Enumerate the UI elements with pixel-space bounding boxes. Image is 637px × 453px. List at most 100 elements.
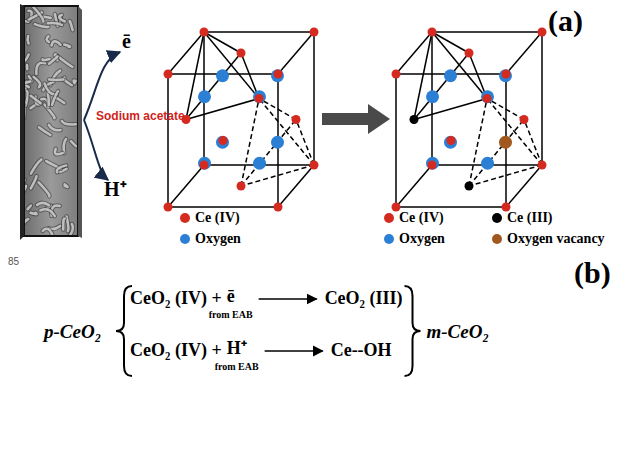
sem-rod-shadow — [28, 205, 31, 209]
legend-text: Ce (IV) — [195, 210, 240, 226]
cube-edge — [432, 32, 469, 53]
cerium-iv-atom — [164, 203, 173, 212]
sem-rod-shadow — [57, 165, 66, 172]
oxygen-atom — [499, 69, 512, 82]
sem-rod — [26, 91, 28, 106]
sem-rod-shadow — [52, 91, 58, 104]
sem-rod — [55, 149, 63, 155]
legend-text: Oxygen — [399, 231, 445, 247]
sem-rod-shadow — [36, 63, 45, 74]
cerium-iv-atom — [392, 70, 401, 79]
legend-text: Ce (III) — [507, 210, 553, 226]
oxygen-atom — [198, 157, 211, 170]
equation-graphics — [116, 286, 421, 376]
legend-item: Ce (IV) — [180, 210, 240, 226]
legend-item: Ce (IV) — [384, 210, 444, 226]
reaction-arrow — [259, 298, 317, 300]
sem-rod-shadow — [74, 81, 76, 84]
cube-edge — [186, 32, 204, 120]
cerium-iv-atom — [292, 115, 301, 124]
cerium-iv-atom — [237, 182, 246, 191]
cerium-iv-atom — [310, 161, 319, 170]
sem-rod — [65, 184, 68, 187]
oxygen-atom — [253, 90, 266, 103]
tetrahedron-edge — [524, 120, 542, 166]
cerium-iv-atom — [538, 161, 547, 170]
sem-rod-shadow — [59, 15, 65, 21]
label: (b) — [574, 256, 611, 291]
legend-item: Oxygen — [180, 231, 241, 247]
sem-rod — [64, 139, 66, 153]
cube-edge — [278, 32, 314, 74]
cerium-iv-atom — [200, 28, 209, 37]
sem-rod — [43, 59, 50, 60]
cerium-iv-atom — [428, 161, 437, 170]
sem-rod-shadow — [64, 45, 70, 47]
sem-rod-shadow — [37, 203, 49, 205]
cube-edge — [396, 165, 432, 207]
sem-rod — [36, 63, 45, 74]
legend-text: Oxygen vacancy — [507, 231, 605, 247]
proton-arrow — [84, 120, 108, 180]
label: H⁺ — [104, 178, 127, 201]
sem-rod — [47, 36, 49, 42]
sem-image — [24, 6, 78, 236]
cube-edge — [186, 99, 259, 120]
sem-rod-shadow — [65, 184, 68, 187]
sem-rod — [52, 41, 61, 45]
sem-rod-shadow — [30, 213, 36, 214]
sem-rod — [74, 81, 76, 84]
sem-rod-shadow — [47, 36, 49, 42]
sem-rod — [30, 213, 36, 214]
sem-rod — [49, 125, 61, 130]
ceria-cube-reduced — [392, 28, 547, 212]
sem-rod-shadow — [49, 77, 63, 82]
sem-rod-shadow — [71, 141, 76, 146]
cerium-iv-atom — [447, 136, 456, 145]
oxygen-atom — [271, 69, 284, 82]
cerium-iv-atom — [274, 203, 283, 212]
tetrahedron-edge — [241, 99, 259, 187]
cerium-iv-atom — [255, 94, 264, 103]
label: m-CeO₂ — [427, 321, 490, 343]
cerium-iv-atom — [538, 28, 547, 37]
sem-rod — [48, 23, 62, 25]
sem-rod-shadow — [49, 125, 61, 130]
sem-rod-shadow — [33, 7, 43, 22]
sem-rod-shadow — [31, 176, 37, 188]
sem-rod — [28, 36, 29, 43]
oxygen-atom — [481, 90, 494, 103]
sem-rod-shadow — [48, 93, 49, 105]
cube-edge — [186, 53, 241, 120]
sem-rod — [31, 159, 42, 173]
label: ē — [227, 286, 235, 307]
sem-rod-shadow — [55, 149, 63, 155]
oxygen-atom — [216, 69, 229, 82]
sem-rod — [64, 45, 70, 47]
sem-rod-shadow — [70, 21, 73, 30]
sem-rod — [28, 205, 31, 209]
sem-rod — [31, 96, 41, 103]
oxygen-vacancy — [499, 136, 512, 149]
sem-rod — [71, 141, 76, 146]
cube-edge — [396, 32, 432, 74]
sem-frame-side — [20, 4, 24, 240]
oxygen-atom — [426, 157, 439, 170]
sem-rod-shadow — [63, 219, 65, 230]
cerium-iv-atom — [219, 136, 228, 145]
sem-rod-shadow — [31, 96, 41, 103]
label: CeO₂ (III) — [325, 288, 403, 309]
cube-edge — [168, 32, 204, 74]
sem-rod-shadow — [31, 159, 42, 173]
sem-rod-shadow — [58, 56, 72, 66]
legend-swatch — [180, 213, 190, 223]
cube-edge — [204, 32, 241, 53]
sem-rod — [49, 56, 57, 63]
sem-rod-shadow — [56, 98, 64, 103]
oxygen-atom — [253, 157, 266, 170]
legend-swatch — [384, 234, 394, 244]
legend-swatch — [384, 213, 394, 223]
legend-text: Ce (IV) — [399, 210, 444, 226]
legend-item: Oxygen vacancy — [492, 231, 605, 247]
sem-rod-shadow — [26, 91, 28, 106]
